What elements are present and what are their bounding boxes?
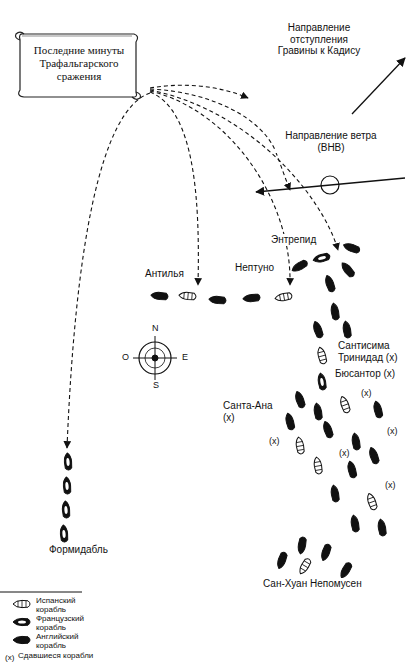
ship-symbol [313,403,323,421]
ship-name: Формидабль [48,544,109,556]
compass-letter: N [151,323,160,333]
ship-symbol [179,292,197,301]
ship-name: Нептуно [234,262,275,274]
ship-symbol [322,420,335,438]
ship-symbol [276,551,289,569]
ship-symbol [312,320,325,338]
ship-symbol [63,477,72,495]
ship-symbol [13,636,30,643]
ship-symbol [297,536,307,554]
ship-symbol [297,557,312,575]
ship-symbol [342,321,352,339]
compass-letter: S [152,380,160,390]
ship-symbol [316,346,327,364]
ship-symbol [151,292,169,301]
compass-rose [133,336,177,380]
direction-note: Направление отступления Гравины к Кадису [268,22,370,57]
ship-symbol [339,395,352,413]
ship-symbol [313,457,323,475]
ship-symbol [294,390,307,408]
ship-symbol [290,259,308,274]
ship-symbol [275,292,293,302]
ship-symbol [62,501,71,519]
ship-name: Санта-Ана (x) [222,400,278,423]
ship-symbol [338,561,353,579]
ship-symbol [377,519,387,537]
ship-symbol [209,296,227,305]
ship-symbol [339,261,355,279]
ship-symbol [64,453,73,471]
ship-name: Энтрепид [270,234,317,246]
ship-symbol [13,600,30,607]
ship-symbol [60,525,69,543]
ship-name: Антилья [144,268,185,280]
compass-letter: E [181,352,189,362]
ship-symbol [330,485,340,503]
ship-symbol [317,373,327,391]
compass-letter: O [121,352,130,362]
ship-name: Сантисима Тринидад (x) [337,340,411,363]
ship-symbol [366,492,379,510]
map-title: Последние минуты Трафальгарского сражени… [26,44,132,84]
ship-symbol [350,515,360,533]
ship-symbol [295,437,305,455]
legend-text: Французский корабль [36,614,86,632]
ship-symbol [342,242,360,255]
ship-symbol [13,618,30,625]
ship-symbol [330,303,340,321]
ship-symbol [312,252,330,263]
ship-name: Бюсантор (x) [334,368,396,380]
wind-symbol [256,176,405,194]
ship-symbol [368,446,381,464]
surrender-mark: (x) [338,448,351,458]
surrender-mark: (x) [384,480,397,490]
direction-note: Направление ветра (ВНВ) [275,130,387,153]
legend-mark: (x) [4,653,15,662]
title-scroll [16,32,141,99]
ship-symbol [243,294,261,303]
ship-symbol [284,412,295,430]
legend-text: Испанский корабль [36,596,82,614]
ship-symbol [372,400,383,418]
ship-symbol [324,274,337,292]
surrender-mark: (x) [360,388,373,398]
surrender-mark: (x) [268,436,281,446]
ship-symbol [351,433,361,451]
retreat-arrow [352,58,405,114]
legend-frame [0,592,82,593]
ship-name: Сан-Хуан Непомусен [262,578,363,590]
ship-symbol [346,460,357,478]
legend-text: Английский корабль [36,632,86,650]
legend-text: Сдавшиеся корабли [18,651,113,660]
ship-symbol [320,543,333,561]
ship-layer [13,242,387,644]
surrender-mark: (x) [386,426,399,436]
